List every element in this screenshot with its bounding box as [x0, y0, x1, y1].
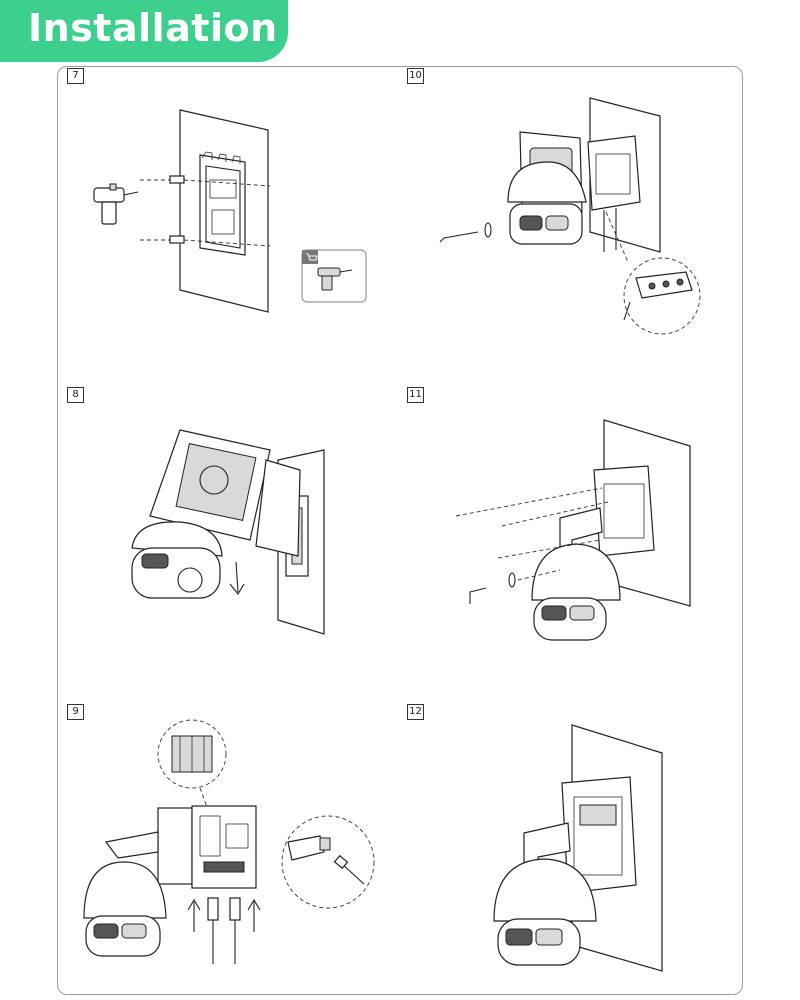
page-title: Installation — [28, 6, 278, 50]
step-9-illustration — [83, 719, 375, 964]
header-tab: Installation — [0, 0, 288, 62]
step-12-number: 12 — [407, 704, 424, 720]
camera-dome — [507, 161, 587, 203]
camera-dome — [83, 861, 167, 919]
step-10-illustration — [439, 97, 701, 335]
mounting-bracket — [199, 154, 246, 256]
purchase-drill-box — [301, 249, 367, 303]
step-7-number: 7 — [67, 68, 84, 84]
mount-arm — [104, 831, 159, 859]
step-11-illustration — [455, 419, 691, 641]
junction-box — [255, 459, 301, 557]
arrow-down-icon — [229, 561, 245, 595]
junction-box — [191, 805, 257, 889]
allen-key-icon — [439, 231, 479, 243]
step-9-number: 9 — [67, 704, 84, 720]
step-10-number: 10 — [407, 68, 424, 84]
junction-box — [587, 135, 641, 211]
screwdriver-icon — [93, 183, 139, 225]
camera-dome — [493, 858, 597, 922]
arrow-up-icon — [187, 898, 201, 932]
arrow-up-icon — [247, 898, 261, 932]
junction-box — [593, 465, 655, 557]
screw-bottom — [140, 235, 271, 247]
detail-zoom-circle — [623, 257, 701, 335]
allen-key-icon — [469, 587, 487, 604]
cart-icon — [306, 253, 318, 261]
detail-zoom-circle — [281, 815, 375, 909]
step-12-illustration — [493, 724, 663, 972]
housing-door — [157, 807, 193, 885]
step-7-illustration — [93, 109, 367, 313]
screw-top — [140, 175, 271, 187]
step-8-illustration — [131, 429, 325, 635]
installation-frame — [57, 66, 743, 995]
detail-zoom-circle — [157, 719, 227, 789]
step-8-number: 8 — [67, 387, 84, 403]
step-11-number: 11 — [407, 387, 424, 403]
